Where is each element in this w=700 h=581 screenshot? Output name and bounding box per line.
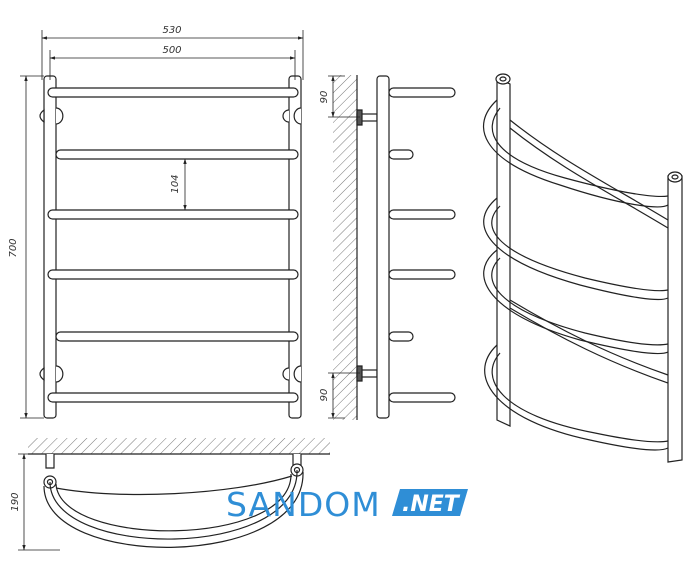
side-view (333, 75, 456, 420)
watermark-badge (392, 489, 468, 516)
side-rungs (388, 87, 456, 403)
rung (55, 149, 299, 160)
iso-rungs (482, 99, 669, 451)
left-upright (43, 75, 57, 419)
top-view (28, 438, 330, 548)
side-mounts (356, 109, 378, 382)
isometric-view (482, 73, 683, 463)
front-view (39, 75, 302, 419)
wall-section (333, 75, 357, 420)
dim-top-mount: 90 (319, 91, 330, 104)
front-dimensions (20, 30, 304, 419)
dim-height: 700 (8, 238, 19, 257)
rung (47, 87, 299, 98)
side-upright (376, 75, 390, 419)
brand-watermark: SANDOM .NET (226, 485, 468, 524)
rung (47, 269, 299, 280)
rung (55, 331, 299, 342)
watermark-suffix: .NET (402, 492, 461, 517)
dim-rung-spacing: 104 (170, 174, 181, 193)
side-dimensions (328, 75, 360, 419)
top-dimensions (18, 453, 60, 551)
wall-brackets (39, 107, 302, 383)
dim-axis-width: 500 (162, 45, 181, 56)
dim-bottom-mount: 90 (319, 389, 330, 402)
dim-overall-width: 530 (162, 25, 181, 36)
top-wall-section (28, 438, 330, 454)
dim-depth: 190 (10, 492, 21, 511)
rung (47, 392, 299, 403)
watermark-brand: SANDOM (226, 485, 381, 524)
front-rungs (47, 87, 299, 403)
rung (47, 209, 299, 220)
